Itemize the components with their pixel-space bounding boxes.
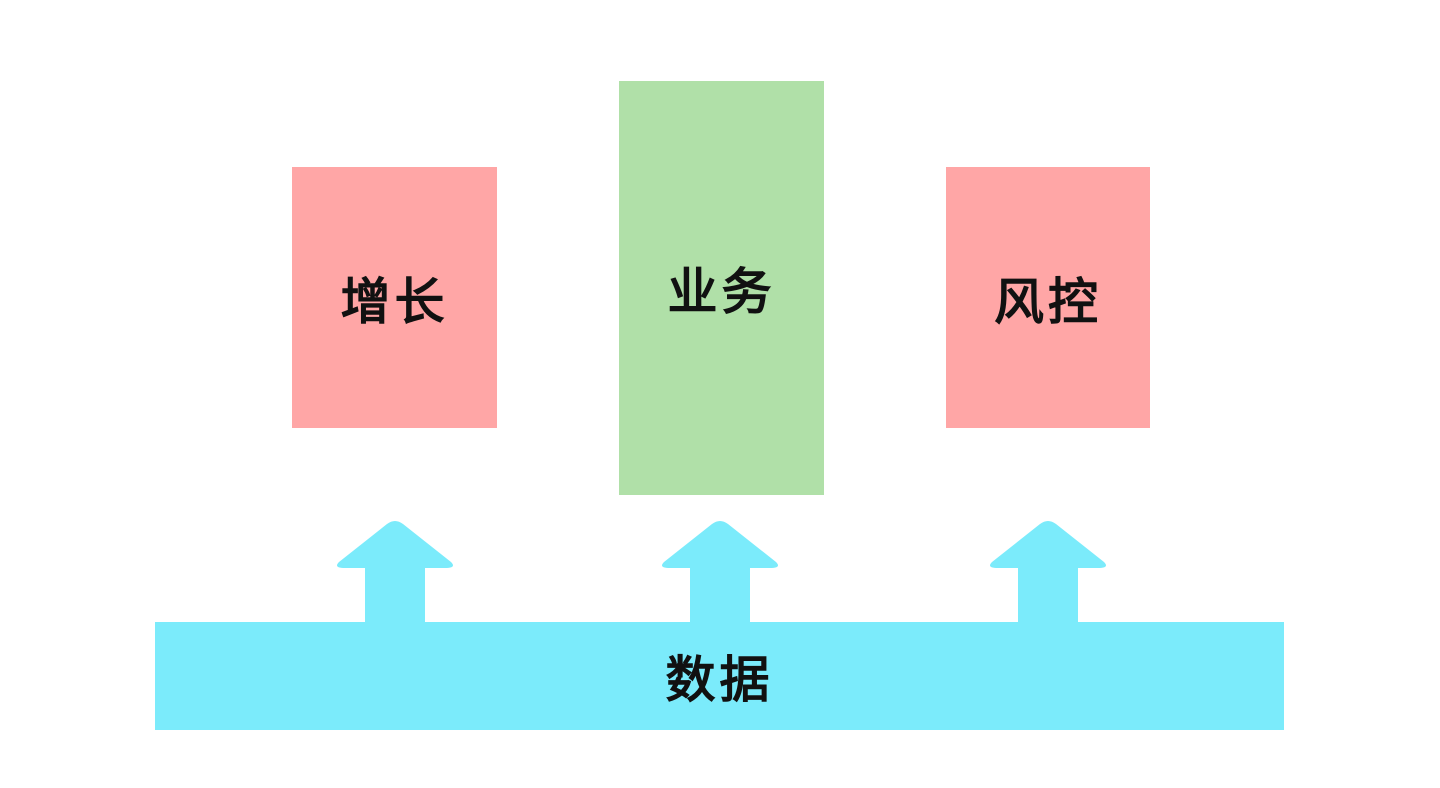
- growth-label: 增长: [340, 272, 449, 331]
- data-foundation-bar: 数据: [155, 622, 1284, 730]
- arrow-up-icon: [662, 521, 778, 624]
- risk-control-label: 风控: [994, 272, 1102, 331]
- growth-box: 增长: [292, 167, 497, 428]
- business-box: 业务: [619, 81, 824, 495]
- risk-control-box: 风控: [946, 167, 1150, 428]
- business-label: 业务: [667, 263, 776, 321]
- arrow-up-icon: [337, 521, 453, 624]
- data-label: 数据: [665, 651, 774, 709]
- arrow-up-icon: [990, 521, 1106, 624]
